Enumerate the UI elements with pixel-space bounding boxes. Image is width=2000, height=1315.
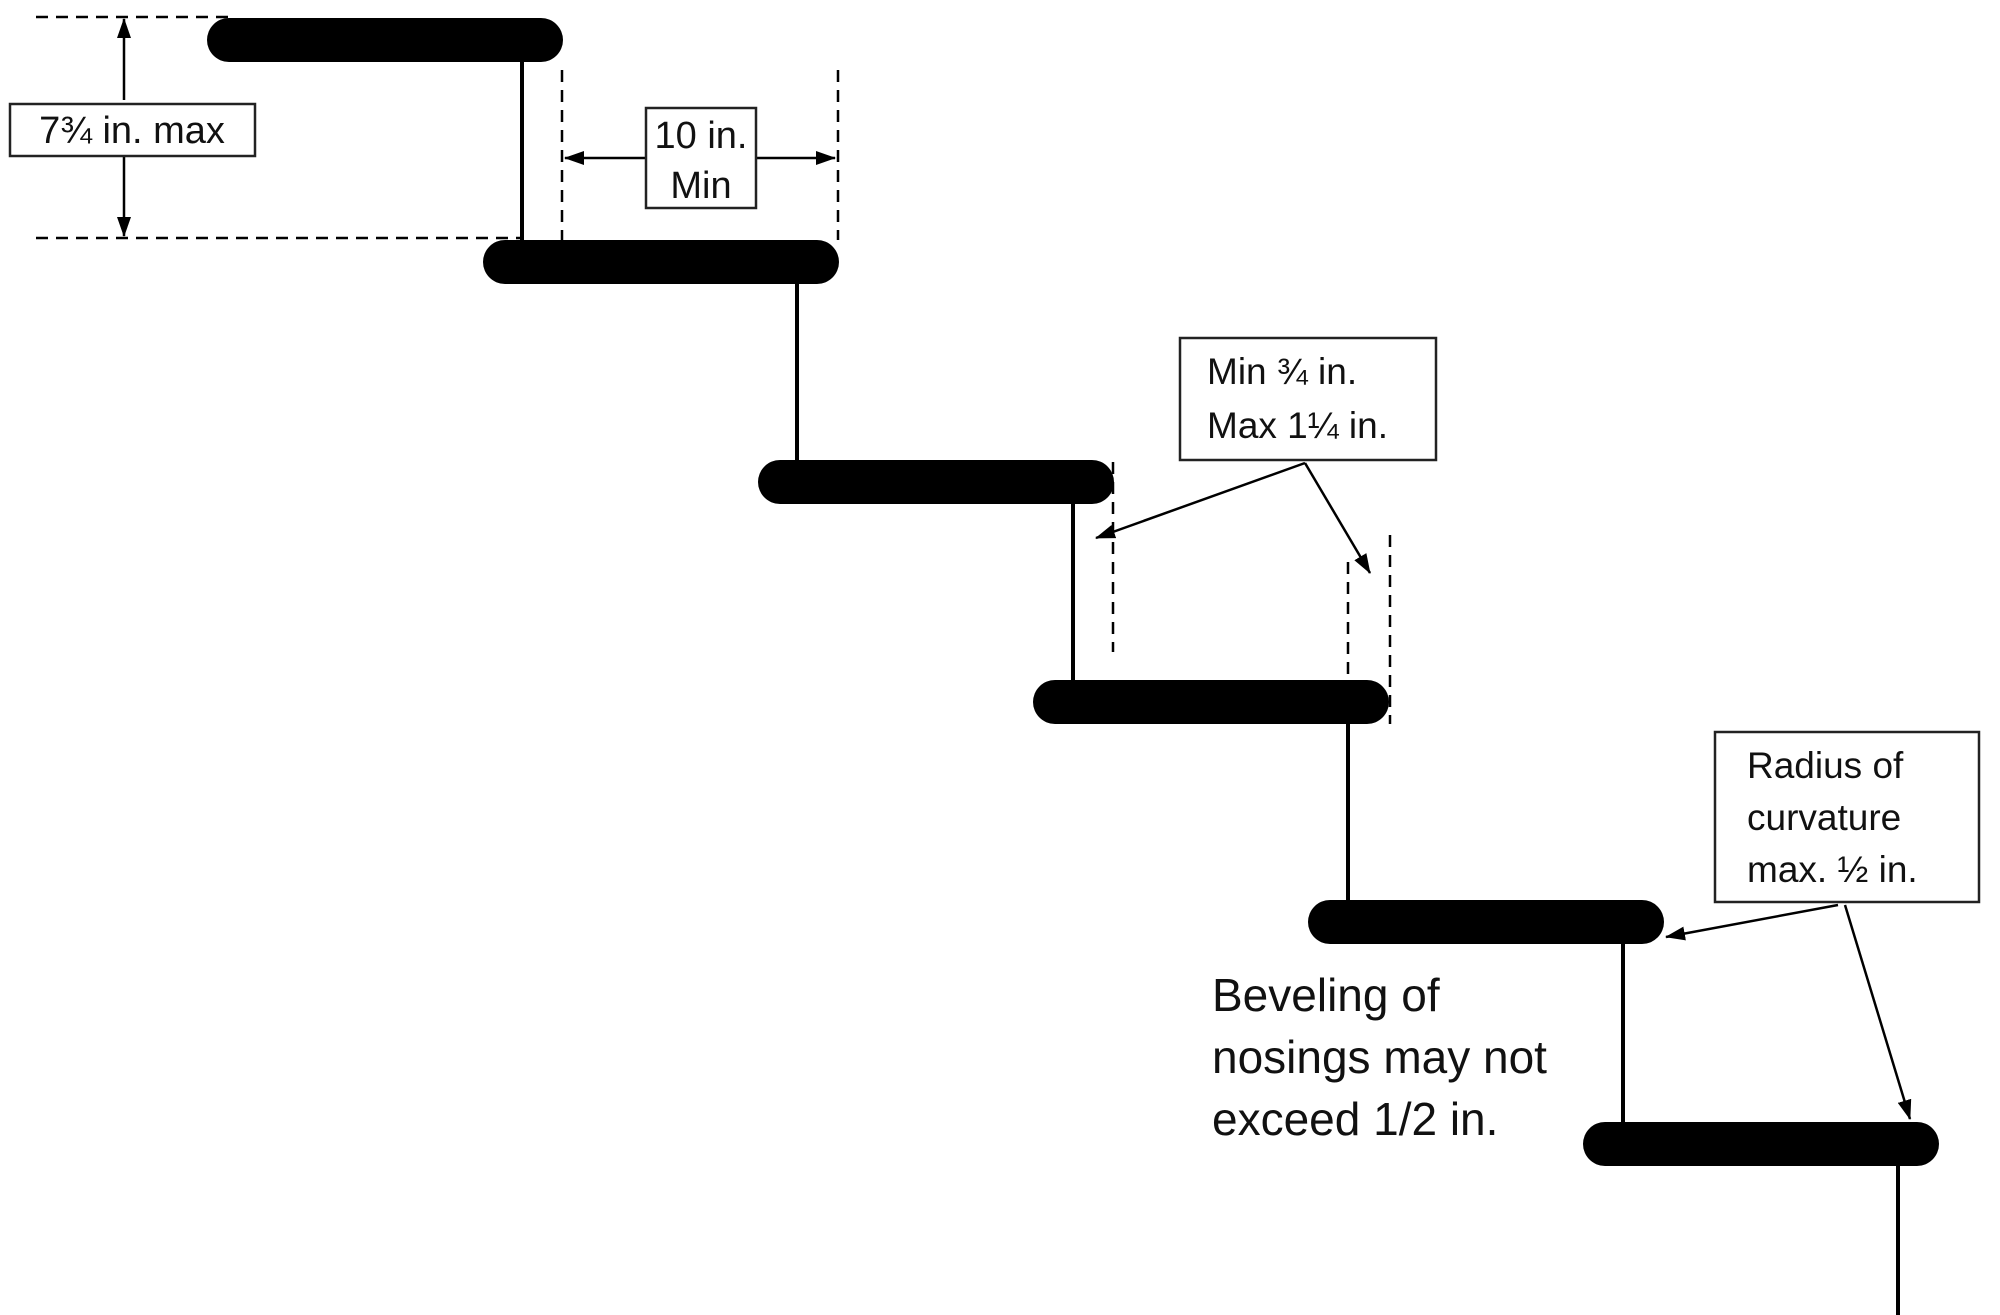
nosing-projection-label-line2: Max 1¼ in. xyxy=(1207,405,1388,446)
tread-min-label-line1: 10 in. xyxy=(655,115,748,157)
tread-min-label-line2: Min xyxy=(670,165,731,207)
tread-depth-dimension: 10 in. Min xyxy=(560,70,840,240)
tread-min-label-box xyxy=(644,106,758,210)
beveling-note-line3: exceed 1/2 in. xyxy=(1212,1093,1498,1145)
nosing-leader-left xyxy=(1095,461,1306,540)
nosing-projection-label-line1: Min ¾ in. xyxy=(1207,351,1357,392)
stair-treads xyxy=(207,18,1939,1166)
nosing-projection-label-box xyxy=(1178,336,1438,462)
tread-5 xyxy=(1308,900,1664,944)
tread-3 xyxy=(758,460,1114,504)
radius-annotation: Radius of curvature max. ½ in. xyxy=(1665,730,1981,1120)
radius-leader-left xyxy=(1665,903,1839,941)
riser-max-label: 7¾ in. max xyxy=(39,110,225,152)
nosing-projection-annotation: Min ¾ in. Max 1¼ in. xyxy=(1071,336,1438,724)
nosing-leader-right xyxy=(1303,462,1372,574)
radius-label-line1: Radius of xyxy=(1747,745,1904,786)
tread-4 xyxy=(1033,680,1389,724)
beveling-note-line1: Beveling of xyxy=(1212,969,1440,1021)
tread-1 xyxy=(207,18,563,62)
tread-6 xyxy=(1583,1122,1939,1166)
radius-label-line2: curvature xyxy=(1747,797,1901,838)
beveling-note: Beveling of nosings may not exceed 1/2 i… xyxy=(1212,969,1547,1145)
radius-label-box xyxy=(1713,730,1981,904)
riser-max-label-box xyxy=(8,102,257,158)
radius-label-line3: max. ½ in. xyxy=(1747,849,1918,890)
riser-height-dimension: 7¾ in. max xyxy=(8,15,522,240)
tread-2 xyxy=(483,240,839,284)
radius-leader-right xyxy=(1843,904,1912,1120)
beveling-note-line2: nosings may not xyxy=(1212,1031,1547,1083)
